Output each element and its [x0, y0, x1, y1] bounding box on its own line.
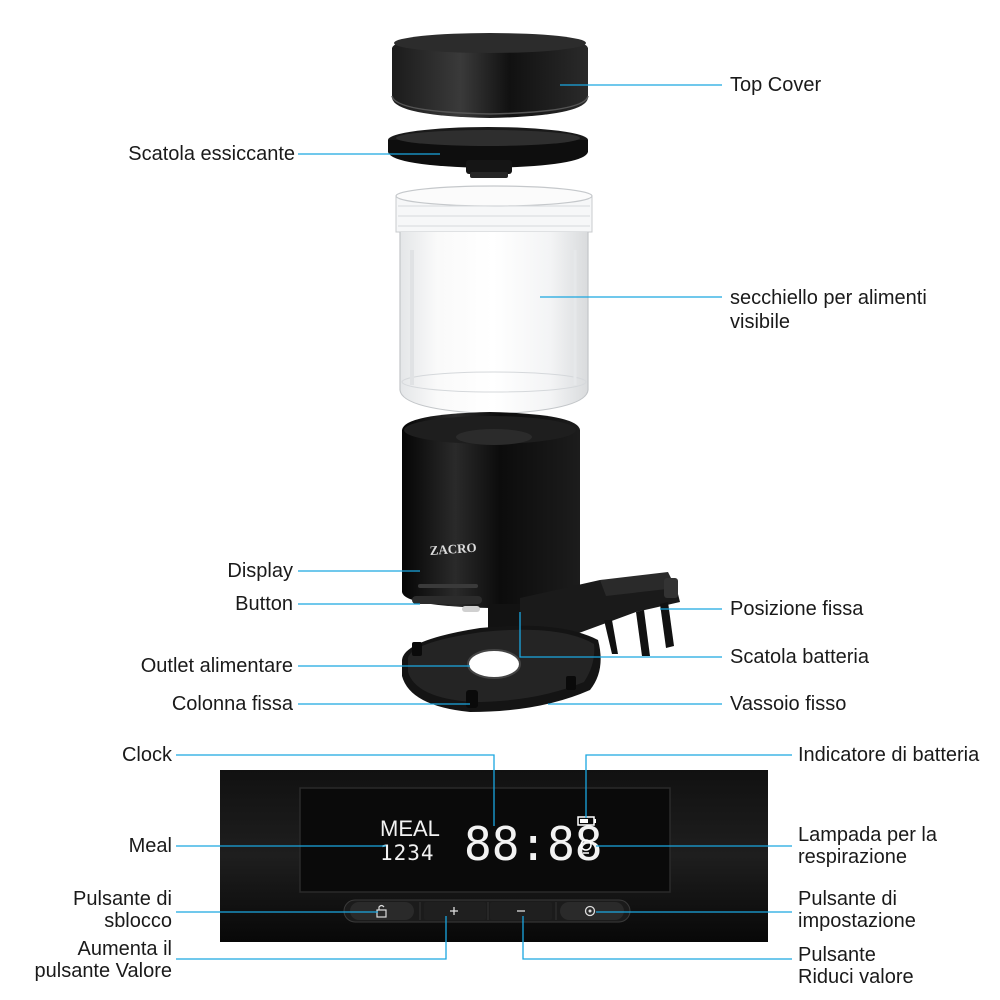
battery-box [520, 572, 680, 656]
lcd-clock-digits: 88:88 [464, 817, 602, 871]
leader-scatola-batteria [519, 612, 722, 658]
leader-aumenta [176, 916, 447, 960]
leader-clock [176, 754, 495, 826]
label-aumenta-line2: pulsante Valore [34, 960, 173, 982]
plus-icon [450, 907, 458, 915]
base-tray [402, 625, 601, 712]
lcd-meal-digits: 1234 [380, 841, 435, 865]
label-indicatore-batteria: Indicatore di batteria [798, 744, 980, 766]
label-posizione-fissa: Posizione fissa [730, 598, 864, 620]
label-aumenta-line1: Aumenta il [77, 938, 173, 960]
lcd-meal-word: MEAL [380, 816, 440, 841]
label-button: Button [235, 593, 293, 615]
label-sblocco-line1: Pulsante di [73, 888, 172, 910]
brand-logo: ZACRO [429, 540, 477, 558]
label-impostazione-line1: Pulsante di [798, 888, 897, 910]
control-panel: MEAL 1234 88:88 [220, 770, 768, 942]
label-meal: Meal [128, 835, 172, 857]
label-lampada-line2: respirazione [798, 846, 907, 868]
label-display: Display [227, 560, 293, 582]
feeder-body: ZACRO [402, 412, 580, 634]
bulb-icon [580, 839, 592, 854]
increase-button[interactable] [424, 902, 486, 920]
label-scatola-essiccante: Scatola essiccante [128, 143, 295, 165]
label-impostazione-line2: impostazione [798, 910, 916, 932]
desiccant-box [388, 127, 588, 178]
decrease-button[interactable] [490, 902, 552, 920]
label-top-cover: Top Cover [730, 74, 822, 96]
leader-riduci [522, 916, 792, 960]
lcd-screen [299, 787, 671, 893]
label-colonna-fissa: Colonna fissa [171, 693, 293, 715]
label-sblocco-line2: sblocco [104, 910, 172, 932]
label-vassoio-fisso: Vassoio fisso [730, 693, 847, 715]
food-jar [395, 185, 593, 415]
gear-icon [584, 905, 596, 917]
leader-lines [176, 84, 792, 960]
label-outlet-alimentare: Outlet alimentare [140, 655, 293, 677]
label-lampada-line1: Lampada per la [798, 824, 937, 846]
label-scatola-batteria: Scatola batteria [730, 646, 869, 668]
leader-indicatore-batteria [585, 754, 792, 818]
label-clock: Clock [121, 744, 172, 766]
unlock-button[interactable] [350, 902, 414, 920]
label-riduci-line2: Riduci valore [798, 966, 914, 988]
lock-open-icon [376, 904, 387, 918]
label-riduci-line1: Pulsante [798, 944, 876, 966]
settings-button[interactable] [560, 902, 624, 920]
label-secchiello-line2: visibile [730, 311, 791, 333]
top-cover [391, 33, 589, 118]
label-secchiello-line1: secchiello per alimenti [730, 287, 927, 309]
